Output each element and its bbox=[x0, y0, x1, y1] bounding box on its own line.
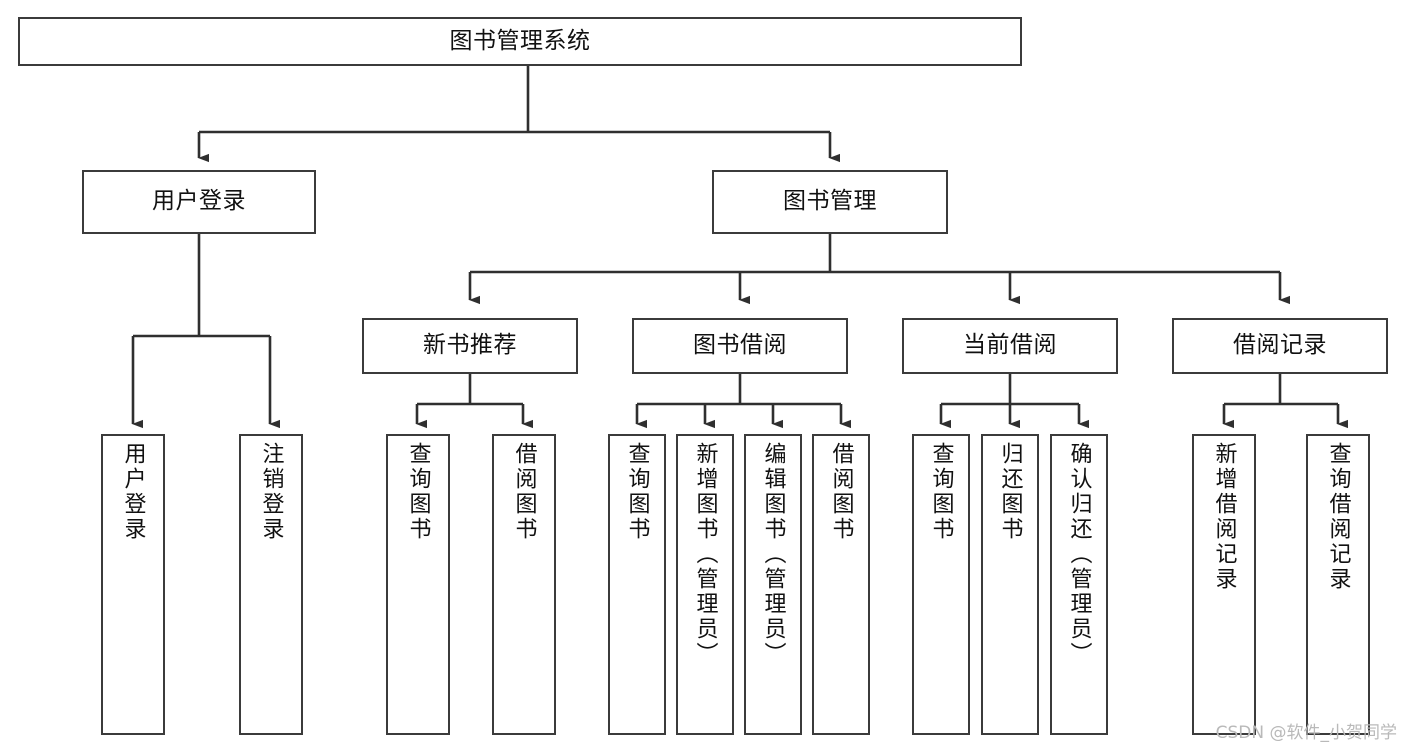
node-book-manage[interactable]: 图书管理 bbox=[712, 170, 948, 234]
leaf-query-book-recommend[interactable]: 查询图书 bbox=[386, 434, 450, 735]
leaf-borrow-book[interactable]: 借阅图书 bbox=[812, 434, 870, 735]
node-label: 借阅图书 bbox=[828, 442, 854, 542]
leaf-edit-book[interactable]: 编辑图书（管理员） bbox=[744, 434, 802, 735]
leaf-query-book-current[interactable]: 查询图书 bbox=[912, 434, 970, 735]
node-label: 借阅记录 bbox=[1233, 332, 1327, 359]
leaf-logout[interactable]: 注销登录 bbox=[239, 434, 303, 735]
leaf-add-book[interactable]: 新增图书（管理员） bbox=[676, 434, 734, 735]
leaf-user-login[interactable]: 用户登录 bbox=[101, 434, 165, 735]
leaf-query-borrow-record[interactable]: 查询借阅记录 bbox=[1306, 434, 1370, 735]
node-label: 查询图书 bbox=[624, 442, 650, 542]
node-label: 当前借阅 bbox=[963, 332, 1057, 359]
node-label: 归还图书 bbox=[997, 442, 1023, 542]
leaf-query-book-borrow[interactable]: 查询图书 bbox=[608, 434, 666, 735]
node-new-book-recommend[interactable]: 新书推荐 bbox=[362, 318, 578, 374]
leaf-return-book[interactable]: 归还图书 bbox=[981, 434, 1039, 735]
node-book-borrow[interactable]: 图书借阅 bbox=[632, 318, 848, 374]
node-label: 确认归还（管理员） bbox=[1066, 442, 1092, 667]
node-root-system[interactable]: 图书管理系统 bbox=[18, 17, 1022, 66]
node-label: 图书管理 bbox=[783, 188, 877, 215]
node-current-borrow[interactable]: 当前借阅 bbox=[902, 318, 1118, 374]
node-label: 用户登录 bbox=[120, 442, 146, 542]
leaf-borrow-book-recommend[interactable]: 借阅图书 bbox=[492, 434, 556, 735]
node-label: 新增借阅记录 bbox=[1211, 442, 1237, 592]
node-label: 查询图书 bbox=[405, 442, 431, 542]
node-label: 图书借阅 bbox=[693, 332, 787, 359]
node-label: 编辑图书（管理员） bbox=[760, 442, 786, 667]
node-borrow-record[interactable]: 借阅记录 bbox=[1172, 318, 1388, 374]
node-label: 图书管理系统 bbox=[449, 27, 591, 54]
node-label: 注销登录 bbox=[258, 442, 284, 542]
node-user-login[interactable]: 用户登录 bbox=[82, 170, 316, 234]
watermark: CSDN @软件_小贺同学 bbox=[1215, 723, 1397, 743]
node-label: 借阅图书 bbox=[511, 442, 537, 542]
leaf-add-borrow-record[interactable]: 新增借阅记录 bbox=[1192, 434, 1256, 735]
node-label: 用户登录 bbox=[152, 188, 246, 215]
node-label: 查询借阅记录 bbox=[1325, 442, 1351, 592]
node-label: 新书推荐 bbox=[423, 332, 517, 359]
leaf-confirm-return[interactable]: 确认归还（管理员） bbox=[1050, 434, 1108, 735]
node-label: 查询图书 bbox=[928, 442, 954, 542]
node-label: 新增图书（管理员） bbox=[692, 442, 718, 667]
